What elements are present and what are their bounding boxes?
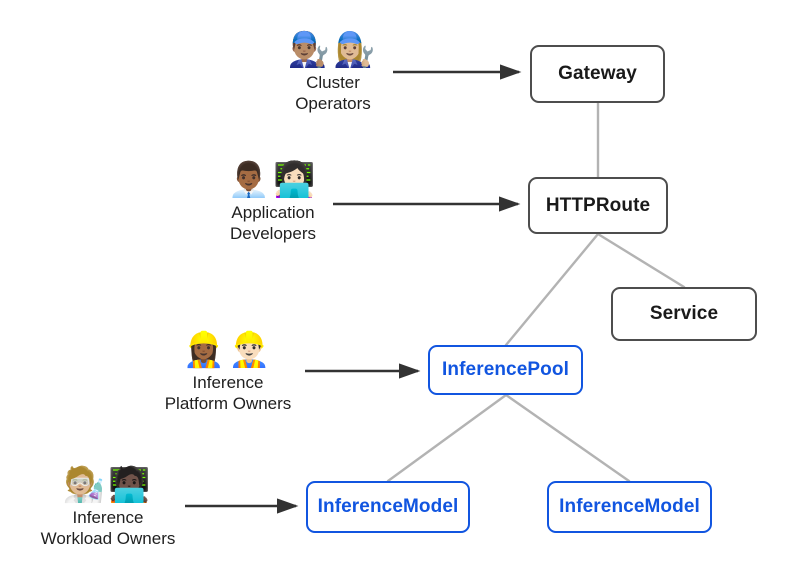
persona-label-line1: Inference <box>192 373 264 392</box>
node-service[interactable]: Service <box>611 287 757 341</box>
persona-label-line2: Platform Owners <box>164 394 292 413</box>
man-mechanic-icon-woman-mechanic-icon: 👨🏽‍🔧👩🏼‍🔧 <box>287 31 379 69</box>
edge-httproute-to-inferencepool <box>504 232 600 347</box>
persona-label-line1: Inference <box>72 508 144 527</box>
persona-label-line2: Workload Owners <box>40 529 176 548</box>
woman-construction-worker-icon-man-construction-worker-icon: 👷🏾‍♀️👷🏻‍♂️ <box>182 331 274 369</box>
edge-httproute-to-service <box>596 232 686 289</box>
edge-inferencepool-to-inferencemodel-left <box>386 393 508 483</box>
scientist-icon-technologist-icon: 🧑🏼‍🔬🧑🏿‍💻 <box>62 466 154 504</box>
persona-arrows <box>185 64 522 514</box>
persona-label-line2: Operators <box>295 94 371 113</box>
node-inferencepool[interactable]: InferencePool <box>428 345 583 395</box>
man-office-worker-icon-woman-technologist-icon: 👨🏾‍💼👩🏻‍💻 <box>227 161 319 199</box>
persona-label-line2: Developers <box>230 224 316 243</box>
node-httproute[interactable]: HTTPRoute <box>528 177 668 234</box>
persona-label-line1: Application <box>231 203 315 222</box>
node-inferencemodel-left[interactable]: InferenceModel <box>306 481 470 533</box>
node-inferencemodel-right[interactable]: InferenceModel <box>547 481 712 533</box>
edge-inferencepool-to-inferencemodel-right <box>504 393 631 483</box>
node-gateway[interactable]: Gateway <box>530 45 665 103</box>
persona-label-line1: Cluster <box>306 73 360 92</box>
